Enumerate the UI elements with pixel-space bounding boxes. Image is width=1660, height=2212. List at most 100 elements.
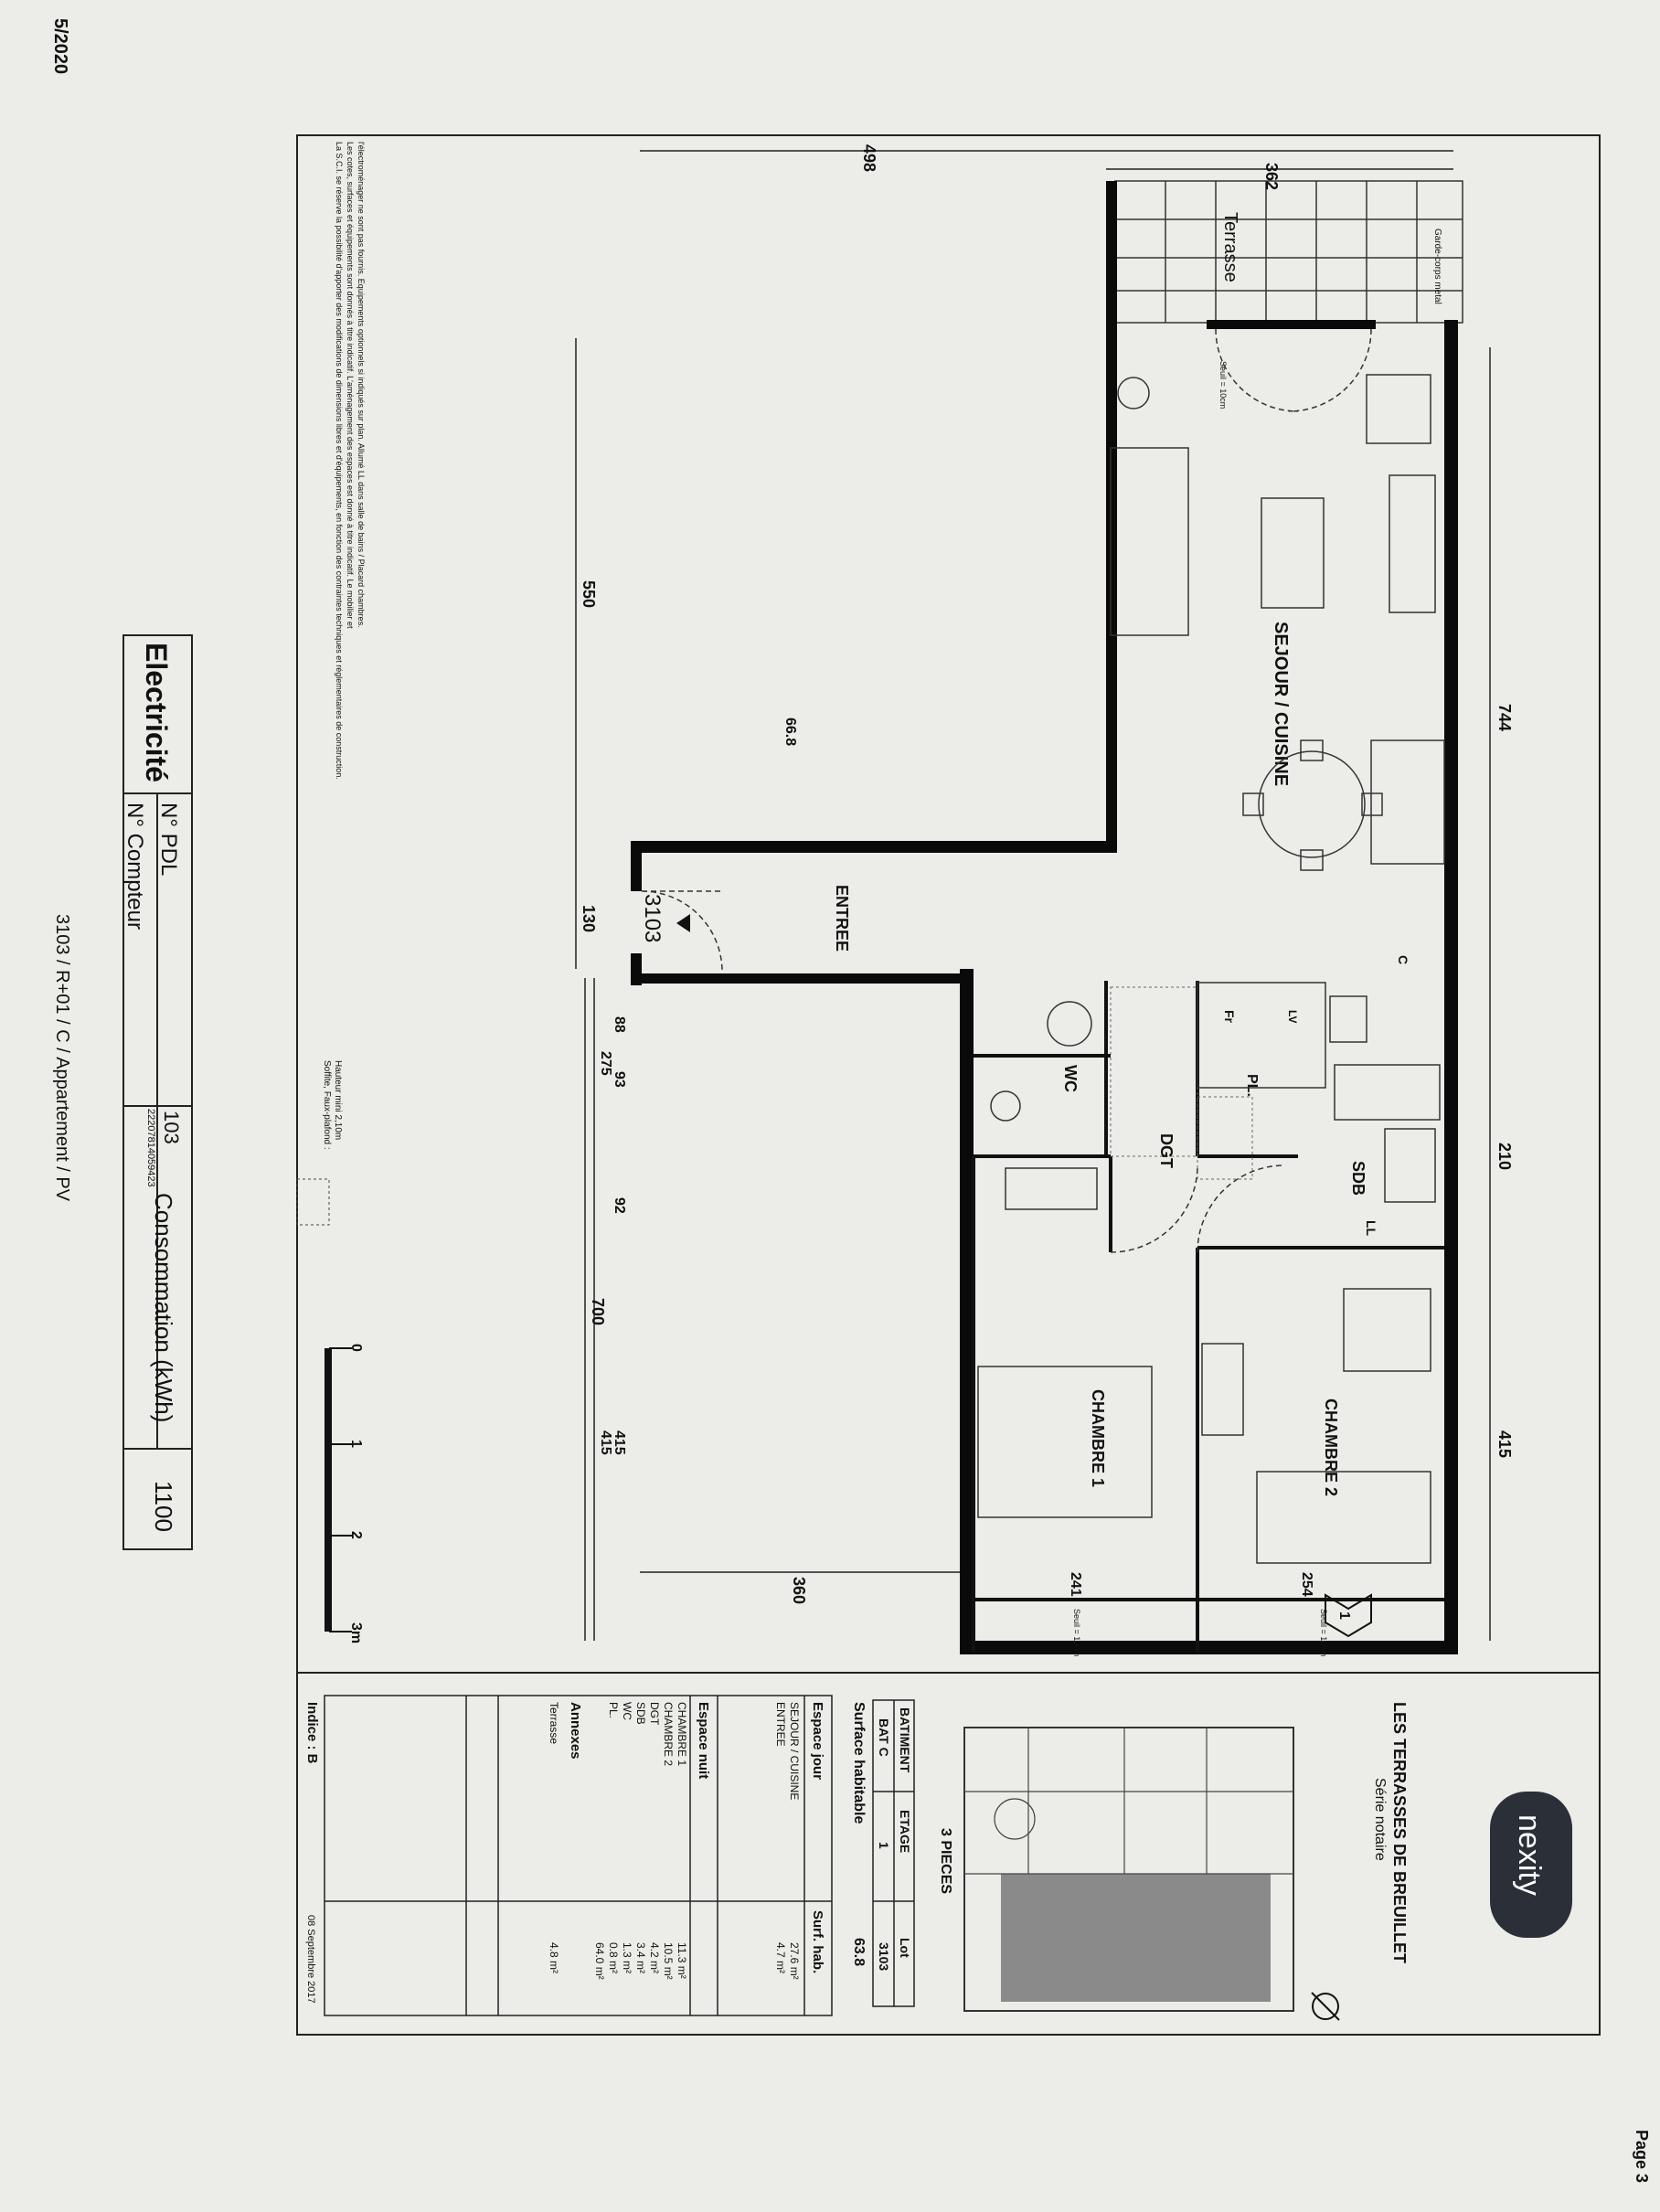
dim-415a: 415 bbox=[612, 1430, 627, 1455]
seuil-note-c1: Seuil = 10cm bbox=[1072, 1609, 1081, 1656]
lot-table bbox=[872, 1699, 915, 2007]
dim-88: 88 bbox=[612, 1016, 627, 1033]
terrace-grid bbox=[1114, 180, 1463, 324]
series-name: Série notaire bbox=[1372, 1778, 1388, 1861]
dim-right-415: 415 bbox=[1495, 1430, 1514, 1458]
areas-table bbox=[324, 1695, 833, 2016]
project-name: LES TERRASSES DE BREUILLET bbox=[1390, 1702, 1409, 1963]
consumption-value: 1100 bbox=[150, 1481, 177, 1532]
date-fragment: 5/2020 bbox=[50, 18, 70, 74]
annexes-label: Annexes bbox=[568, 1702, 583, 1760]
indice: Indice : B bbox=[304, 1702, 320, 1764]
value-etage: 1 bbox=[877, 1842, 891, 1849]
washbasin-icon bbox=[1384, 1128, 1436, 1203]
level-marker-icon bbox=[1325, 1593, 1372, 1638]
floor-plan: Terrasse Garde-corps metal 3103 ENTREE bbox=[631, 180, 1463, 1656]
chambre1-label: CHAMBRE 1 bbox=[1089, 1389, 1107, 1487]
chair-icon-4 bbox=[1300, 849, 1324, 871]
nuit-area-1: 11.3 m² bbox=[676, 1942, 688, 1979]
jour-area-2: 4.7 m² bbox=[774, 1942, 787, 1973]
nuit-room-2: CHAMBRE 2 bbox=[662, 1702, 675, 1766]
wardrobe-chambre2-icon bbox=[1201, 1343, 1244, 1436]
brand-logo-text: nexity bbox=[1512, 1814, 1547, 1896]
seuil-note-top: Seuil = 10cm bbox=[1218, 361, 1228, 409]
surface-value: 63.8 bbox=[851, 1938, 867, 1966]
walls bbox=[631, 181, 1458, 1654]
dim-right-210: 210 bbox=[1495, 1143, 1514, 1170]
lot-number: 3103 bbox=[640, 894, 665, 942]
sejour-label: SEJOUR / CUISINE bbox=[1271, 622, 1291, 786]
annex-1-area: 4.8 m² bbox=[548, 1942, 560, 1973]
scale-0: 0 bbox=[348, 1344, 364, 1352]
nuit-area-3: 4.2 m² bbox=[648, 1942, 661, 1973]
toilet-icon bbox=[990, 1090, 1021, 1122]
key-plan-highlight bbox=[1001, 1874, 1271, 2002]
scale-2: 2 bbox=[348, 1531, 364, 1539]
nuit-area-4: 3.4 m² bbox=[634, 1942, 647, 1973]
soffite-area-dgt bbox=[1110, 986, 1198, 1157]
dim-right-744: 744 bbox=[1495, 704, 1514, 731]
date: 08 Septembre 2017 bbox=[305, 1915, 316, 2004]
chair-icon-2 bbox=[1361, 792, 1383, 816]
legend-hatch-swatch bbox=[296, 1178, 330, 1226]
title-block: nexity LES TERRASSES DE BREUILLET Série … bbox=[304, 1695, 1572, 2021]
dim-left-130: 130 bbox=[580, 905, 598, 932]
sheet-frame bbox=[296, 134, 1601, 2036]
electricity-title: Electricité bbox=[140, 643, 173, 782]
desk-chambre2-icon bbox=[1343, 1288, 1431, 1372]
door-swing-terrace bbox=[1215, 328, 1372, 412]
dim-66-8: 66.8 bbox=[782, 718, 798, 746]
dining-table-icon bbox=[1258, 750, 1366, 858]
door-swing-chambre1 bbox=[1110, 1164, 1198, 1253]
scale-bar: 0 1 2 3m bbox=[325, 1344, 364, 1643]
jour-area-1: 27.6 m² bbox=[788, 1942, 801, 1980]
bed-chambre1-icon bbox=[977, 1366, 1153, 1518]
dimension-lines bbox=[575, 150, 1491, 1641]
electricity-table bbox=[122, 634, 193, 1550]
sink bbox=[1329, 995, 1367, 1043]
pl-label: PL. bbox=[1244, 1074, 1260, 1097]
fr-label: Fr bbox=[1222, 1010, 1237, 1024]
bathtub-icon bbox=[1334, 1064, 1441, 1121]
chair-icon-1 bbox=[1242, 792, 1264, 816]
wardrobe-chambre1-icon bbox=[1005, 1167, 1098, 1210]
armchair-icon bbox=[1366, 374, 1431, 444]
dim-92: 92 bbox=[612, 1197, 627, 1214]
header-lot: Lot bbox=[898, 1938, 912, 1958]
surf-hab-label: Surf. hab. bbox=[810, 1910, 825, 1973]
c-label: C bbox=[1396, 955, 1410, 964]
espace-jour-label: Espace jour bbox=[810, 1702, 825, 1780]
nuit-room-5: WC bbox=[621, 1702, 633, 1720]
entree-label: ENTREE bbox=[833, 885, 851, 952]
legend-soffite-line1: Soffite, Faux-plafond : bbox=[322, 1060, 332, 1150]
dim-241: 241 bbox=[1068, 1572, 1083, 1597]
door-swing-chambre2 bbox=[1197, 1164, 1285, 1253]
legend-soffite-line2: Hauteur mini 2,10m bbox=[333, 1060, 343, 1140]
disclaimer-line-2: Les cotes, surfaces et équipements sont … bbox=[346, 142, 355, 629]
chambre2-label: CHAMBRE 2 bbox=[1322, 1398, 1340, 1496]
seuil-note-c2: Seuil = 10cm bbox=[1319, 1609, 1328, 1656]
garde-corps-label: Garde-corps metal bbox=[1432, 229, 1442, 304]
interior-walls bbox=[972, 981, 1444, 1653]
dim-415b: 415 bbox=[598, 1430, 613, 1455]
jour-room-1: SEJOUR / CUISINE bbox=[788, 1702, 801, 1800]
chair-icon-3 bbox=[1300, 739, 1324, 761]
tv-unit-icon bbox=[1389, 474, 1436, 613]
scale-1: 1 bbox=[348, 1440, 364, 1448]
compteur-value: 22207814059423 bbox=[145, 1109, 156, 1187]
legend-soffite: Soffite, Faux-plafond : Hauteur mini 2,1… bbox=[322, 1060, 343, 1152]
header-etage: ETAGE bbox=[898, 1810, 912, 1853]
nuit-area-5: 1.3 m² bbox=[621, 1942, 633, 1973]
pdl-label: N° PDL bbox=[156, 803, 181, 876]
dim-top-362: 362 bbox=[1262, 163, 1281, 190]
dim-left-550: 550 bbox=[580, 580, 598, 608]
terrace-label: Terrasse bbox=[1220, 212, 1240, 282]
footer-reference: 3103 / R+01 / C / Appartement / PV bbox=[52, 914, 72, 1202]
plant-icon bbox=[1117, 377, 1150, 409]
entry-arrow bbox=[676, 914, 690, 932]
water-heater-icon bbox=[1047, 1001, 1092, 1047]
nuit-room-1: CHAMBRE 1 bbox=[676, 1702, 688, 1766]
type-label: 3 PIECES bbox=[938, 1828, 953, 1894]
ll-label: LL bbox=[1364, 1220, 1378, 1237]
